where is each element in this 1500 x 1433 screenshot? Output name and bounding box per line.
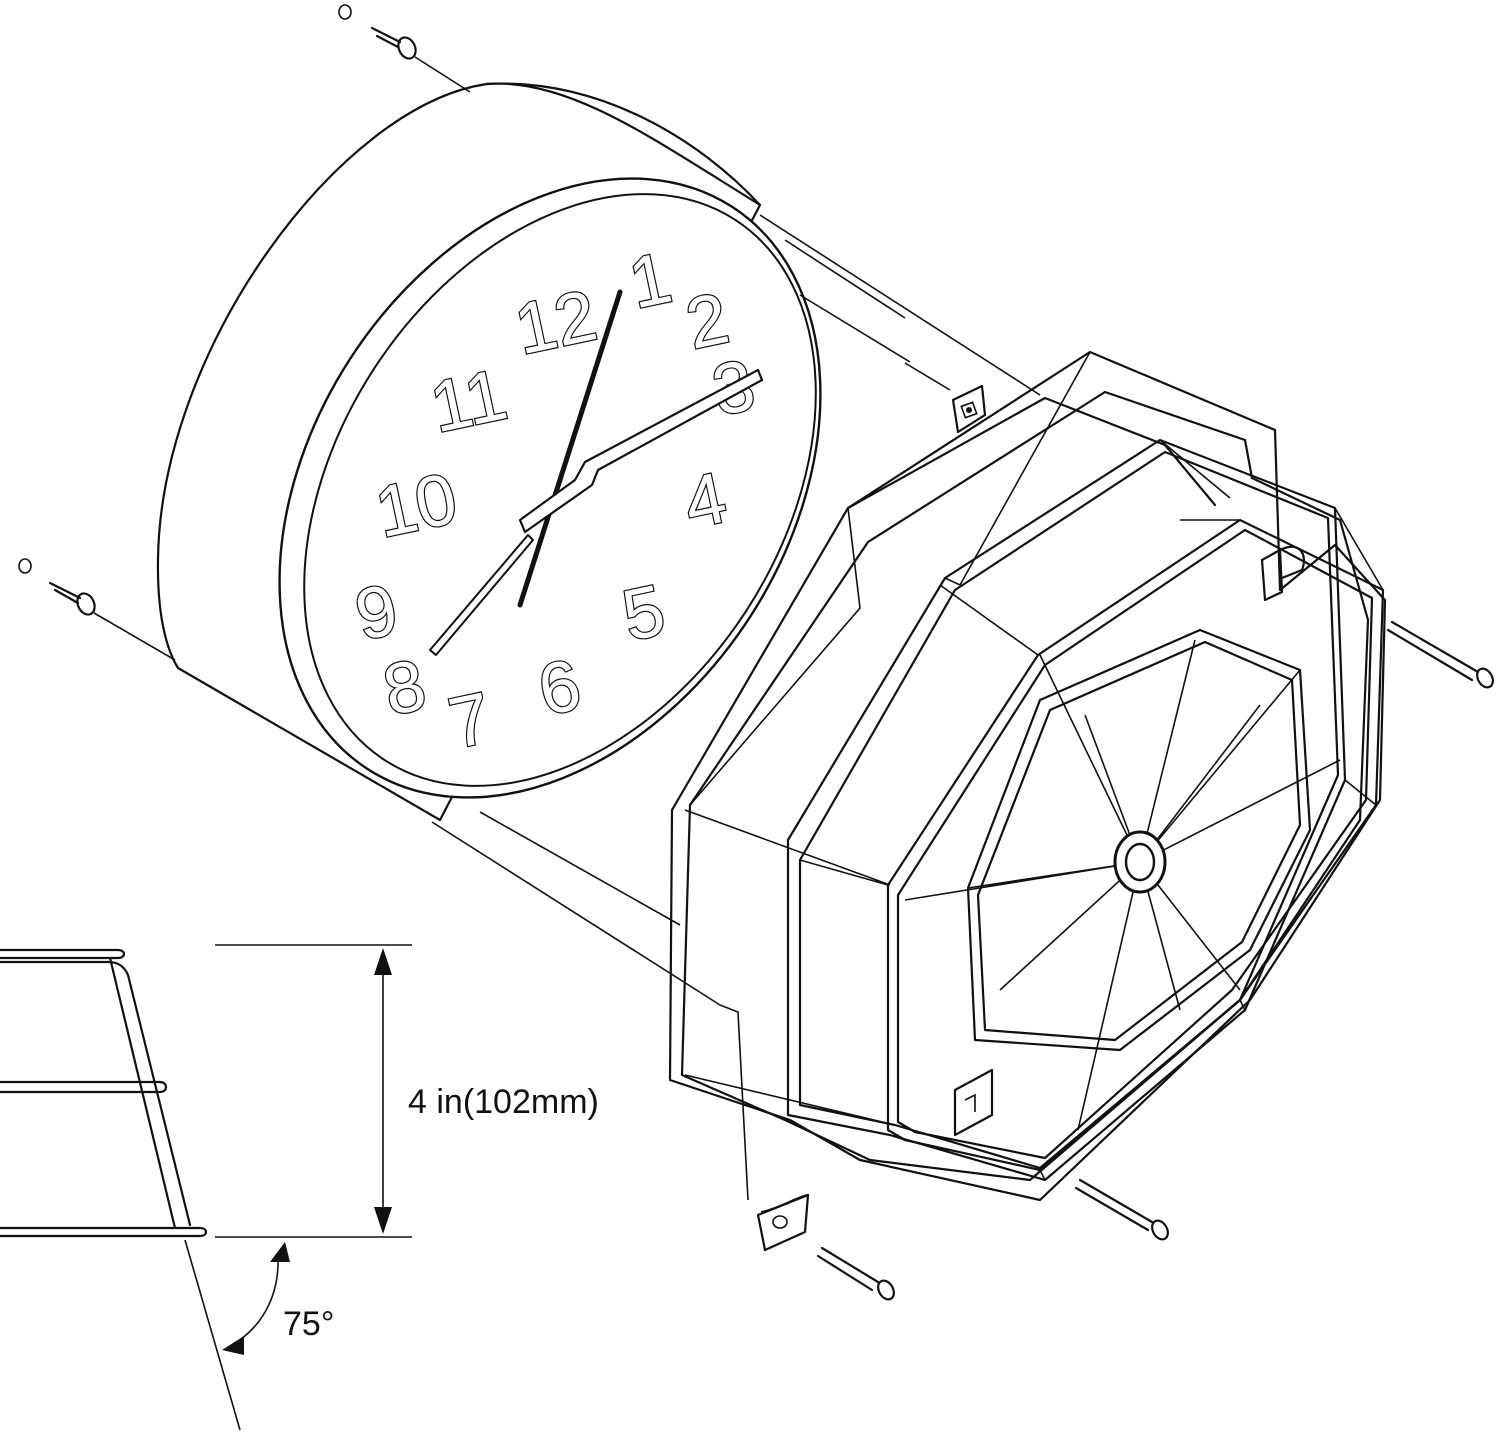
clock-numerals: 12 1 2 3 4 5 6 7 8 9 10 11 bbox=[348, 236, 763, 765]
top-left-screw bbox=[338, 4, 471, 93]
height-dimension-label: 4 in(102mm) bbox=[408, 1083, 599, 1121]
numeral-4: 4 bbox=[677, 458, 733, 545]
numeral-10: 10 bbox=[369, 458, 464, 553]
numeral-12: 12 bbox=[508, 275, 603, 370]
bottom-left-clip-screw bbox=[756, 1193, 895, 1301]
cage-side-profile bbox=[0, 948, 241, 1431]
bottom-mounting-clip bbox=[953, 1068, 994, 1137]
clock-hands bbox=[429, 289, 764, 656]
numeral-11: 11 bbox=[424, 355, 514, 449]
hour-minute-hand bbox=[517, 289, 623, 608]
bottom-center-screw bbox=[1074, 1178, 1169, 1241]
wire-guard-cage bbox=[668, 350, 1387, 1202]
wall-clock: 12 1 2 3 4 5 6 7 8 9 10 11 bbox=[156, 82, 822, 822]
mid-left-screw bbox=[18, 558, 176, 661]
angle-dimension: 75° bbox=[222, 1242, 334, 1355]
height-dimension: 4 in(102mm) bbox=[215, 944, 599, 1238]
second-hand bbox=[429, 534, 534, 656]
projection-lines bbox=[431, 214, 1041, 1201]
right-screw bbox=[1386, 620, 1494, 689]
angle-dimension-label: 75° bbox=[283, 1305, 334, 1343]
top-mounting-clip bbox=[904, 362, 987, 434]
right-mounting-clip bbox=[1260, 545, 1306, 602]
clock-case-side bbox=[156, 82, 762, 822]
minute-hand bbox=[518, 368, 764, 534]
